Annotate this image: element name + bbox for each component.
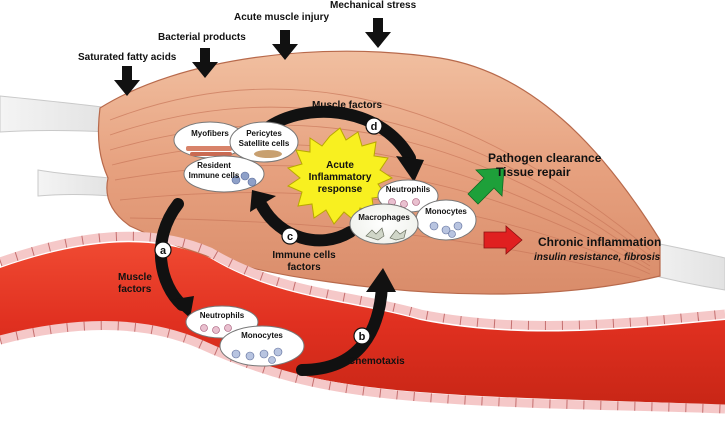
arrowhead-b	[366, 268, 396, 292]
label-chemotaxis: Chemotaxis	[348, 356, 405, 367]
svg-text:d: d	[371, 121, 378, 133]
muscle-cell-cluster: Myofibers Pericytes Satellite cells Resi…	[173, 121, 299, 193]
neutrophil-icons-blood	[200, 324, 232, 334]
stimulus-arrow-fatty-acids	[114, 66, 140, 96]
label-monocytes-blood: Monocytes	[241, 331, 283, 340]
label-muscle-factors-top: Muscle factors	[312, 100, 382, 111]
macrophage-icons	[365, 227, 407, 241]
arrow-a	[154, 198, 188, 311]
stimulus-label-mechanical: Mechanical stress	[330, 0, 417, 11]
bubble-monocytes-blood	[219, 325, 305, 367]
stimulus-arrow-injury	[272, 30, 298, 60]
burst-label-1: Acute	[326, 160, 354, 171]
monocyte-icons-recruited	[429, 221, 463, 238]
good-outcome-arrow	[467, 167, 505, 205]
satellite-cell-icon	[254, 150, 282, 158]
stimulus-label-bacterial: Bacterial products	[158, 32, 246, 43]
bubble-pericytes	[229, 121, 299, 163]
vessel-wall-upper	[0, 231, 725, 331]
vessel-body	[0, 242, 725, 405]
acute-inflammatory-burst: Acute Inflammatory response	[286, 127, 394, 225]
arrow-d	[256, 105, 416, 164]
label-resident-1: Resident	[197, 161, 231, 170]
bad-outcome-arrow	[483, 225, 523, 255]
label-neutrophils-blood: Neutrophils	[200, 311, 245, 320]
stimulus-arrows	[114, 18, 391, 96]
tendon-left-lower	[37, 169, 113, 197]
bubble-macrophages	[349, 203, 419, 245]
step-marker-c: c	[281, 227, 299, 245]
process-arrowheads	[170, 156, 424, 318]
vessel-wall-lower	[0, 321, 725, 414]
good-outcome-label-2: Tissue repair	[496, 165, 571, 179]
stimulus-arrow-bacterial	[192, 48, 218, 78]
arrowhead-d	[396, 156, 424, 182]
good-outcome-label-1: Pathogen clearance	[488, 151, 602, 165]
outcome-good: Pathogen clearance Tissue repair	[467, 151, 602, 205]
label-neutrophils-recruited: Neutrophils	[386, 185, 431, 194]
label-immune-factors-1: Immune cells	[272, 250, 336, 261]
stimulus-arrow-mechanical	[365, 18, 391, 48]
svg-text:b: b	[359, 331, 366, 343]
burst-label-2: Inflammatory	[309, 172, 372, 183]
label-muscle-factors-left-1: Muscle	[118, 272, 152, 283]
label-monocytes-recruited: Monocytes	[425, 207, 467, 216]
label-pericytes-1: Pericytes	[246, 129, 282, 138]
step-marker-d: d	[365, 117, 383, 135]
label-pericytes-2: Satellite cells	[239, 139, 290, 148]
resident-immune-cell-icons	[231, 171, 257, 187]
blood-vessel	[0, 231, 725, 414]
stimulus-label-fatty-acids: Saturated fatty acids	[78, 52, 177, 63]
label-muscle-factors-left-2: factors	[118, 284, 152, 295]
tendon-left-upper	[0, 95, 113, 133]
arrowhead-c	[250, 190, 276, 212]
monocyte-icons-blood	[231, 347, 283, 364]
recruited-immune-cluster: Neutrophils Monocytes Macrophages	[349, 179, 477, 245]
label-macrophages: Macrophages	[358, 213, 410, 222]
arrowhead-a	[170, 296, 194, 318]
bubble-resident-immune	[183, 155, 265, 193]
tendon-right	[639, 239, 725, 291]
burst-label-3: response	[318, 184, 363, 195]
label-immune-factors-2: factors	[287, 262, 321, 273]
blood-immune-cluster: Neutrophils Monocytes	[185, 305, 305, 367]
svg-text:a: a	[160, 245, 167, 257]
myofiber-icon	[186, 146, 232, 156]
step-marker-b: b	[353, 327, 371, 345]
label-resident-2: Immune cells	[189, 171, 240, 180]
bad-outcome-label-1: Chronic inflammation	[538, 235, 661, 249]
arrow-c	[256, 200, 356, 247]
svg-text:c: c	[287, 231, 293, 243]
label-myofibers: Myofibers	[191, 129, 229, 138]
outcome-bad: Chronic inflammation insulin resistance,…	[483, 225, 661, 263]
step-markers: d c a b	[154, 117, 383, 345]
burst-shape	[286, 127, 394, 225]
stimulus-label-injury: Acute muscle injury	[234, 12, 329, 23]
step-marker-a: a	[154, 241, 172, 259]
bad-outcome-label-2: insulin resistance, fibrosis	[534, 252, 661, 263]
